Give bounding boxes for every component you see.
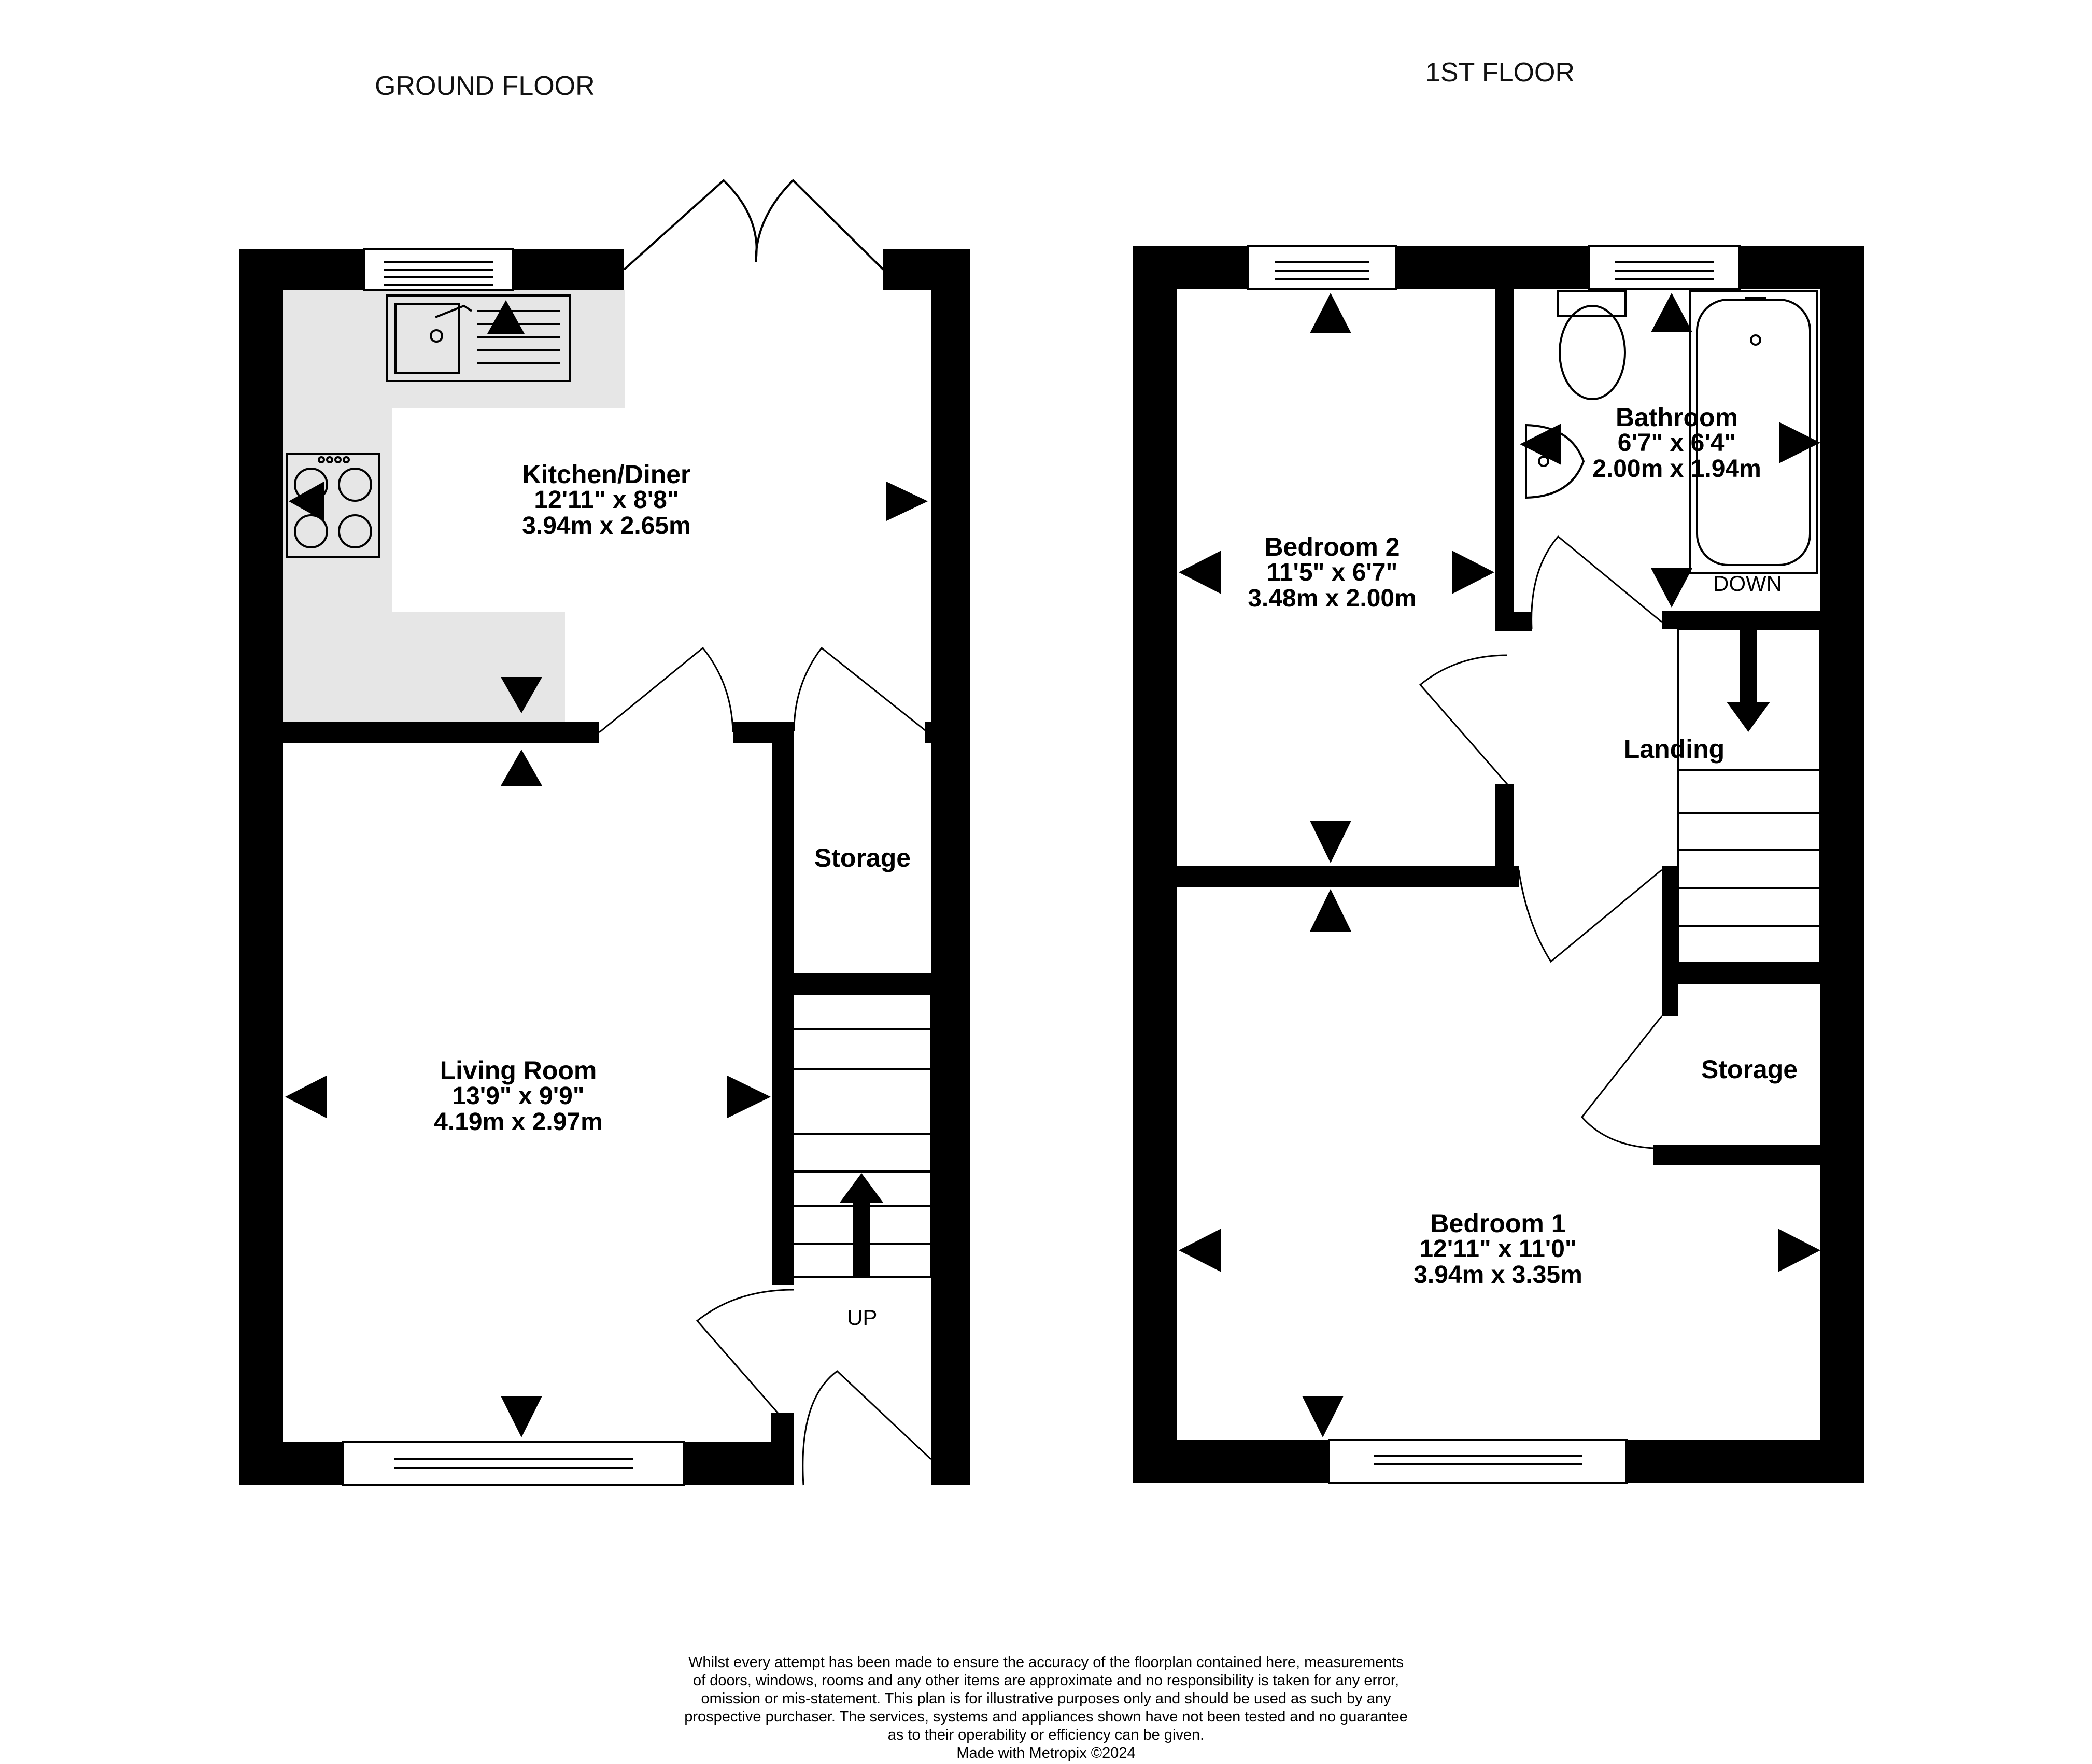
- room-dimensions-imperial: 6'7" x 6'4": [1617, 429, 1736, 457]
- room-dimensions-metric: 3.48m x 2.00m: [1248, 585, 1417, 612]
- disclaimer-line: prospective purchaser. The services, sys…: [684, 1709, 1408, 1725]
- stair-down-label: DOWN: [1713, 571, 1782, 596]
- room-name: Storage: [1701, 1055, 1798, 1084]
- measurement-arrows-ground: [285, 300, 928, 1437]
- stair-up-arrow: [840, 1173, 883, 1277]
- kitchen-worktop: [283, 290, 625, 722]
- room-label-bathroom: Bathroom 6'7" x 6'4" 2.00m x 1.94m: [1555, 404, 1799, 482]
- ground-floor-title: GROUND FLOOR: [375, 71, 595, 101]
- room-dimensions-imperial: 11'5" x 6'7": [1266, 559, 1398, 586]
- room-name: Landing: [1623, 735, 1725, 764]
- window-living-room: [342, 1441, 685, 1486]
- room-dimensions-metric: 3.94m x 3.35m: [1413, 1261, 1582, 1289]
- room-name: Bathroom: [1615, 403, 1738, 432]
- disclaimer-line: omission or mis-statement. This plan is …: [701, 1690, 1391, 1707]
- first-outer-walls: [1133, 246, 1864, 1483]
- ground-outer-walls: [239, 249, 970, 1485]
- room-label-bedroom-2: Bedroom 2 11'5" x 6'7" 3.48m x 2.00m: [1192, 534, 1472, 612]
- disclaimer-line: as to their operability or efficiency ca…: [887, 1727, 1205, 1743]
- ground-floor-plan: [239, 179, 970, 1486]
- room-dimensions-imperial: 12'11" x 11'0": [1419, 1235, 1577, 1263]
- window-bathroom: [1588, 245, 1741, 290]
- room-dimensions-metric: 3.94m x 2.65m: [522, 512, 691, 540]
- stair-down-arrow: [1727, 629, 1770, 732]
- room-dimensions-metric: 2.00m x 1.94m: [1592, 455, 1761, 483]
- room-label-living-room: Living Room 13'9" x 9'9" 4.19m x 2.97m: [378, 1057, 658, 1135]
- window-kitchen: [363, 248, 514, 291]
- room-name: Kitchen/Diner: [522, 460, 691, 489]
- interior-doors-first: [1419, 535, 1663, 1149]
- window-bedroom-1: [1328, 1439, 1628, 1484]
- room-dimensions-imperial: 13'9" x 9'9": [452, 1082, 585, 1110]
- french-doors: [623, 179, 884, 271]
- disclaimer: Whilst every attempt has been made to en…: [518, 1654, 1574, 1762]
- interior-doors-ground: [599, 646, 928, 733]
- measurement-arrows-first: [1179, 293, 1820, 1437]
- hob-icon: [286, 453, 380, 558]
- room-label-kitchen: Kitchen/Diner 12'11" x 8'8" 3.94m x 2.65…: [467, 461, 746, 539]
- ground-interior-walls: [283, 722, 931, 1285]
- room-label-bedroom-1: Bedroom 1 12'11" x 11'0" 3.94m x 3.35m: [1358, 1210, 1638, 1288]
- entrance-door: [696, 1289, 932, 1486]
- room-label-landing: Landing: [1596, 736, 1752, 762]
- first-floor-plan: [1133, 245, 1864, 1484]
- room-name: Bedroom 2: [1264, 532, 1400, 561]
- room-name: Bedroom 1: [1430, 1209, 1566, 1238]
- window-bedroom-2: [1247, 245, 1397, 290]
- bath-icon: [1689, 290, 1818, 574]
- disclaimer-line: of doors, windows, rooms and any other i…: [692, 1672, 1400, 1689]
- room-label-storage-first: Storage: [1679, 1056, 1819, 1082]
- toilet-icon: [1557, 290, 1627, 400]
- room-label-storage-ground: Storage: [794, 845, 931, 871]
- first-interior-walls: [1177, 289, 1820, 1165]
- room-dimensions-imperial: 12'11" x 8'8": [534, 486, 679, 514]
- credit: Made with Metropix ©2024: [956, 1745, 1136, 1761]
- room-name: Storage: [814, 843, 911, 872]
- room-dimensions-metric: 4.19m x 2.97m: [434, 1108, 603, 1136]
- stair-up-label: UP: [847, 1305, 878, 1330]
- disclaimer-line: Whilst every attempt has been made to en…: [688, 1654, 1404, 1671]
- room-name: Living Room: [440, 1056, 597, 1085]
- first-floor-title: 1ST FLOOR: [1425, 58, 1575, 88]
